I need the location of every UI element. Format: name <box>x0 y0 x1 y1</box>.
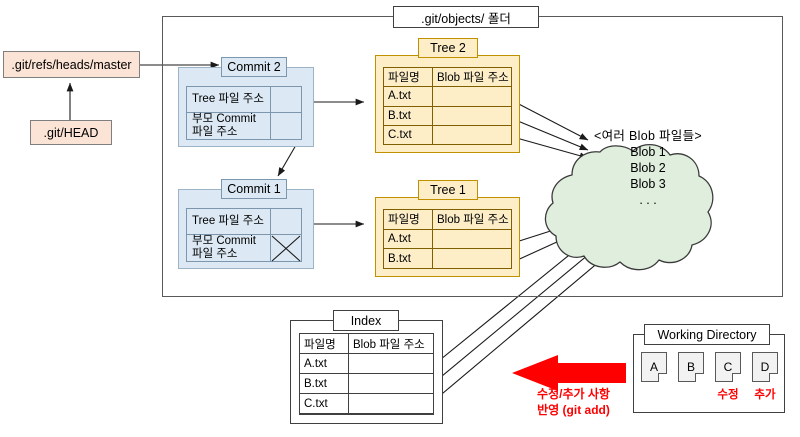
table-row: B.txt <box>300 374 433 394</box>
blob-item-3: . . . <box>639 193 657 207</box>
blob-item-0: Blob 1 <box>630 145 666 159</box>
commit2-parent-label: 부모 Commit 파일 주소 <box>192 113 256 139</box>
blob-item-1: Blob 2 <box>630 161 666 175</box>
wd-file-d-label: D <box>760 360 770 374</box>
tree1-cell-addr-0 <box>433 230 511 249</box>
tree2-cell-addr-1 <box>433 107 511 125</box>
index-table: 파일명 Blob 파일 주소 A.txt B.txt C.txt <box>299 333 434 415</box>
tree2-cell-addr-2 <box>433 126 511 144</box>
tree1-title: Tree 1 <box>418 180 478 200</box>
table-row: A.txt <box>384 87 511 107</box>
commit1-parent-value <box>270 235 301 262</box>
table-row: B.txt <box>384 106 511 126</box>
page-fold-icon <box>658 373 667 382</box>
tree1-cell-addr-1 <box>433 249 511 268</box>
null-parent-cross-icon <box>271 235 301 262</box>
commit2-parent-value <box>270 113 301 139</box>
tree1-col-filename: 파일명 <box>384 210 433 229</box>
wd-file-b-label: B <box>686 360 695 374</box>
table-row: A.txt <box>300 354 433 374</box>
commit1-row-tree: Tree 파일 주소 <box>187 209 301 236</box>
commit2-tree-label: Tree 파일 주소 <box>192 93 264 106</box>
commit1-tree-label: Tree 파일 주소 <box>192 215 264 228</box>
commit2-title: Commit 2 <box>221 57 287 77</box>
git-add-caption: 수정/추가 사항 반영 (git add) <box>516 386 631 418</box>
wd-file-c-label: C <box>723 360 733 374</box>
wd-annotation-added: 추가 <box>754 389 776 401</box>
wd-file-d[interactable]: D <box>752 352 778 382</box>
commit2-tree-value <box>270 87 301 113</box>
blob-cloud-text: <여러 Blob 파일들> Blob 1 Blob 2 Blob 3 . . . <box>588 128 708 208</box>
table-row: B.txt <box>384 249 511 269</box>
commit1-row-parent: 부모 Commit 파일 주소 <box>187 235 301 262</box>
page-fold-icon <box>695 373 704 382</box>
index-header-row: 파일명 Blob 파일 주소 <box>300 334 433 354</box>
commit2-row-tree: Tree 파일 주소 <box>187 87 301 114</box>
commit2-table: Tree 파일 주소 부모 Commit 파일 주소 <box>186 86 302 140</box>
index-cell-name-0: A.txt <box>300 354 349 373</box>
working-directory-title: Working Directory <box>644 324 770 345</box>
tree2-col-filename: 파일명 <box>384 68 433 87</box>
index-title: Index <box>333 310 399 331</box>
tree1-cell-name-1: B.txt <box>384 249 433 269</box>
index-box[interactable] <box>290 320 443 424</box>
blob-cloud-heading: <여러 Blob 파일들> <box>594 129 702 143</box>
index-cell-name-1: B.txt <box>300 374 349 393</box>
table-row: C.txt <box>300 394 433 414</box>
wd-file-a-label: A <box>649 360 658 374</box>
ref-head-box[interactable]: .git/HEAD <box>30 120 112 145</box>
index-col-blobaddr: Blob 파일 주소 <box>353 338 425 351</box>
tree1-table: 파일명 Blob 파일 주소 A.txt B.txt <box>383 209 512 269</box>
tree1-header-row: 파일명 Blob 파일 주소 <box>384 210 511 230</box>
index-cell-addr-2 <box>349 394 433 413</box>
commit1-parent-label: 부모 Commit 파일 주소 <box>192 235 256 261</box>
table-row: A.txt <box>384 229 511 250</box>
index-cell-addr-1 <box>349 374 433 393</box>
tree2-cell-addr-0 <box>433 87 511 105</box>
ref-master-box[interactable]: .git/refs/heads/master <box>3 51 140 78</box>
git-add-caption-line2: 반영 (git add) <box>537 403 610 418</box>
tree2-title: Tree 2 <box>418 38 478 58</box>
page-fold-icon <box>732 373 741 382</box>
index-cell-name-2: C.txt <box>300 394 349 413</box>
wd-file-a[interactable]: A <box>641 352 667 382</box>
commit1-table: Tree 파일 주소 부모 Commit 파일 주소 <box>186 208 302 262</box>
git-add-caption-line1: 수정/추가 사항 <box>537 387 610 401</box>
index-col-filename: 파일명 <box>300 334 349 353</box>
tree2-cell-name-0: A.txt <box>384 87 433 106</box>
wd-annotation-modified: 수정 <box>717 389 739 401</box>
page-fold-icon <box>769 373 778 382</box>
tree2-col-blobaddr: Blob 파일 주소 <box>437 72 509 85</box>
tree2-cell-name-2: C.txt <box>384 125 433 144</box>
tree2-table: 파일명 Blob 파일 주소 A.txt B.txt C.txt <box>383 67 512 145</box>
tree1-cell-name-0: A.txt <box>384 229 433 249</box>
objects-folder-label: .git/objects/ 폴더 <box>393 6 539 28</box>
commit1-title: Commit 1 <box>221 179 287 199</box>
commit2-row-parent: 부모 Commit 파일 주소 <box>187 113 301 139</box>
commit1-tree-value <box>270 209 301 235</box>
tree2-cell-name-1: B.txt <box>384 106 433 125</box>
index-cell-addr-0 <box>349 354 433 373</box>
tree1-col-blobaddr: Blob 파일 주소 <box>437 214 509 227</box>
wd-file-c[interactable]: C <box>715 352 741 382</box>
blob-item-2: Blob 3 <box>630 177 666 191</box>
tree2-header-row: 파일명 Blob 파일 주소 <box>384 68 511 88</box>
table-row: C.txt <box>384 125 511 144</box>
wd-file-b[interactable]: B <box>678 352 704 382</box>
